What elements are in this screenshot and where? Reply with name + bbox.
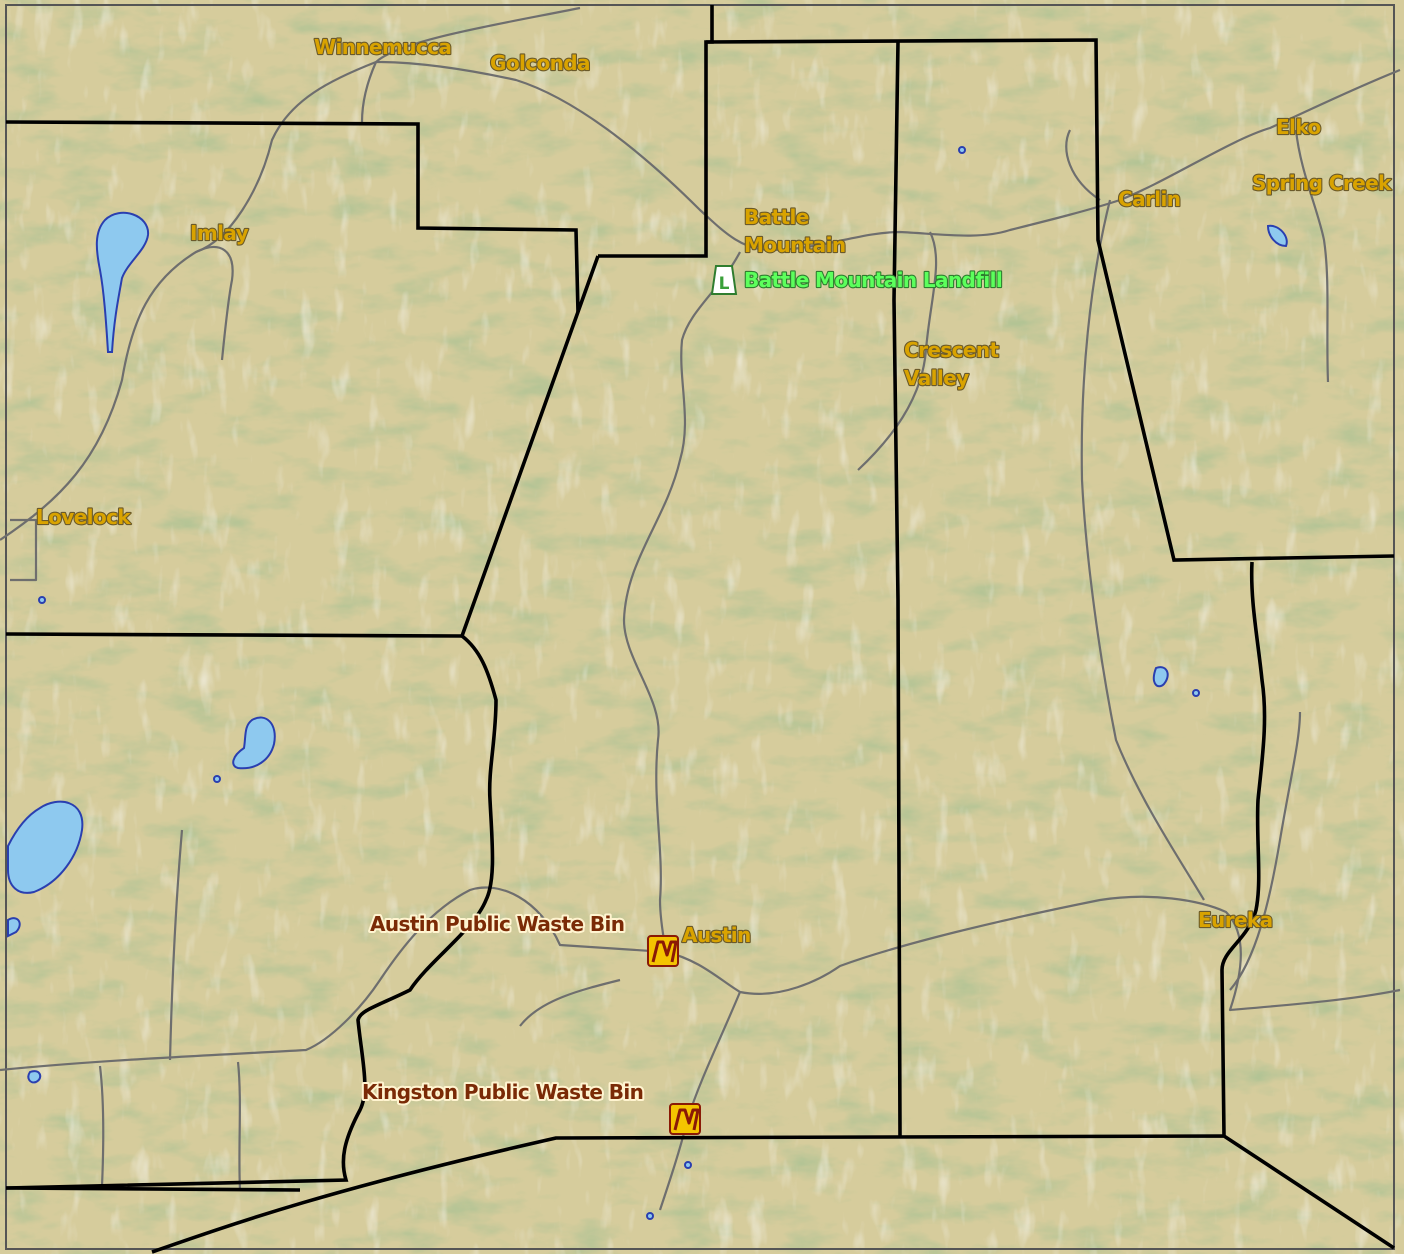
road-imlay: [195, 246, 234, 361]
pond-2: [27, 1070, 42, 1084]
town-label-crescent-valley: Crescent Valley: [904, 338, 1005, 390]
lake-humboldt: [232, 716, 276, 770]
lake-carson-sink: [7, 800, 84, 894]
road-carlin-north: [1065, 129, 1101, 201]
road-highway-50: [0, 886, 1401, 1072]
county-boundaries: [5, 5, 1395, 1254]
boundary-churchill-mineral: [5, 1186, 301, 1192]
pond-3: [7, 917, 21, 938]
austin-waste-bin-marker[interactable]: Austin Public Waste Bin: [368, 910, 679, 967]
boundary-lander-elko: [705, 38, 1395, 562]
landfill-icon-letter: L: [719, 274, 730, 294]
boundary-lander-churchill: [5, 634, 498, 1190]
town-label-austin: Austin: [682, 923, 751, 947]
kingston-waste-bin-label: Kingston Public Waste Bin: [362, 1080, 643, 1104]
town-label-spring-creek: Spring Creek: [1252, 171, 1392, 195]
road-elko-south: [1294, 129, 1330, 383]
waste-bin-icon-glyph: [651, 940, 678, 963]
boundary-lander-eureka: [892, 41, 902, 1137]
pond-7: [646, 1212, 654, 1220]
map-frame: [5, 4, 1395, 1250]
road-winnemucca-south: [360, 61, 378, 123]
pond-6: [684, 1161, 692, 1169]
road-highway-305: [622, 251, 741, 953]
road-west-1: [98, 1065, 105, 1187]
boundary-eureka-white-pine: [1220, 561, 1267, 1137]
town-label-lovelock: Lovelock: [36, 505, 131, 529]
town-labels: Winnemucca Golconda Elko Spring Creek Ca…: [35, 34, 1394, 948]
austin-waste-bin-label: Austin Public Waste Bin: [370, 912, 624, 936]
town-label-battle-mountain: Battle Mountain: [744, 205, 845, 257]
landfill-marker[interactable]: L Battle Mountain Landfill: [710, 265, 1004, 295]
road-highway-278: [1080, 199, 1205, 901]
road-fallon-south: [168, 829, 184, 1061]
town-label-golconda: Golconda: [490, 51, 590, 75]
road-lovelock-spur: [10, 518, 38, 582]
road-grass-valley: [519, 978, 621, 1027]
lake-rye-patch: [95, 211, 150, 353]
town-label-imlay: Imlay: [190, 221, 249, 245]
water-bodies: [7, 146, 1288, 1220]
pond-8: [213, 775, 221, 783]
pond-1: [1152, 666, 1169, 688]
landfill-label: Battle Mountain Landfill: [744, 268, 1002, 292]
road-highway-306: [857, 231, 938, 471]
pond-5: [1192, 689, 1200, 697]
road-west-2: [236, 1061, 242, 1191]
kingston-waste-bin-marker[interactable]: Kingston Public Waste Bin: [360, 1078, 701, 1135]
road-eureka-north: [1229, 711, 1302, 991]
landfill-icon[interactable]: [710, 265, 738, 295]
road-winnemucca-north: [375, 6, 581, 63]
town-label-elko: Elko: [1276, 115, 1321, 139]
lake-spring-creek: [1266, 224, 1288, 248]
town-label-carlin: Carlin: [1118, 187, 1180, 211]
pond-9: [38, 596, 46, 604]
boundary-pershing-humboldt: [5, 120, 580, 313]
waste-bin-icon-glyph: [673, 1108, 700, 1131]
town-label-winnemucca: Winnemucca: [314, 35, 451, 59]
town-label-eureka: Eureka: [1198, 908, 1273, 932]
pond-4: [958, 146, 966, 154]
road-interstate-80: [0, 60, 1401, 541]
boundary-nye-north: [151, 1134, 1395, 1254]
